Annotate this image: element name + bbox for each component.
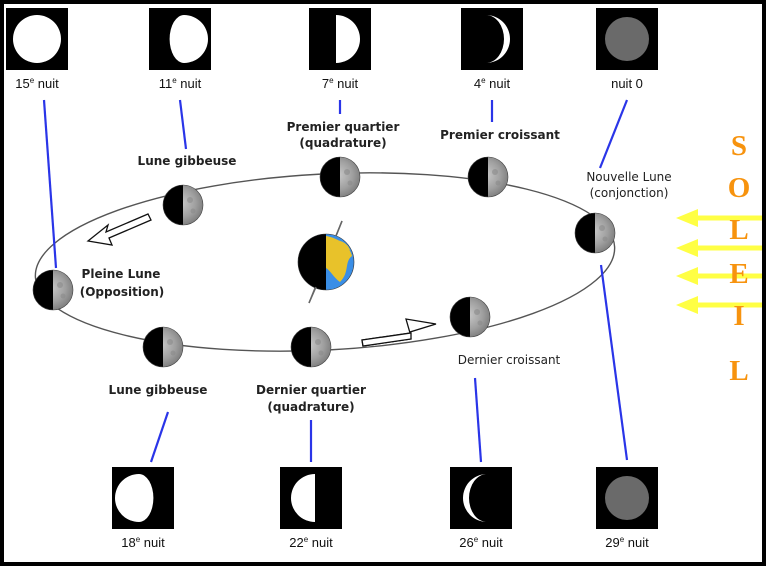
earth-icon — [297, 220, 355, 304]
moon-phases-diagram: 15e nuit 11e nuit 7e nuit 4e nuit nuit 0 18e … — [6, 8, 762, 550]
label-dernier-quartier-sub: (quadrature) — [267, 400, 354, 414]
moon-phase-waxing-crescent-icon — [486, 15, 510, 63]
label-dernier-quartier: Dernier quartier — [256, 383, 366, 397]
moon-phase-last-quarter-icon — [291, 474, 315, 522]
night-label-night-15: 15e nuit — [15, 76, 59, 91]
orbit-moon-7-icon — [290, 326, 332, 368]
label-dernier-croissant: Dernier croissant — [458, 353, 561, 367]
label-premier-quartier: Premier quartier — [287, 120, 400, 134]
phase-box-night-0: nuit 0 — [596, 8, 658, 91]
sun-letter-5: I — [733, 300, 744, 332]
connector-line-5 — [598, 99, 629, 169]
sun-letter-2: O — [728, 172, 751, 204]
night-label-night-0: nuit 0 — [611, 76, 643, 91]
phase-box-night-22: 22e nuit — [280, 467, 342, 550]
orbit-direction-arrow-right — [361, 318, 437, 347]
moon-phase-full-icon — [13, 15, 61, 63]
sun-ray-3 — [676, 267, 762, 285]
night-label-night-18: 18e nuit — [121, 535, 165, 550]
night-label-night-7: 7e nuit — [322, 76, 359, 91]
sun-letter-6: L — [729, 355, 748, 387]
sun-rays — [676, 209, 762, 314]
label-pleine-lune: Pleine Lune — [82, 267, 161, 281]
connector-line-2 — [178, 99, 188, 150]
orbit-moon-4-icon — [574, 212, 616, 254]
orbit-moon-2-icon — [319, 156, 361, 198]
connector-line-6 — [149, 411, 170, 463]
label-nouvelle-lune: Nouvelle Lune — [586, 170, 671, 184]
sun-ray-1 — [676, 209, 762, 227]
sun-letter-3: L — [729, 214, 748, 246]
sun-ray-4 — [676, 296, 762, 314]
phase-box-night-4: 4e nuit — [461, 8, 523, 91]
diagram-canvas: 15e nuit 11e nuit 7e nuit 4e nuit nuit 0 18e … — [4, 4, 762, 562]
moon-phase-first-quarter-icon — [336, 15, 360, 63]
night-label-night-26: 26e nuit — [459, 535, 503, 550]
connector-line-8 — [473, 377, 483, 463]
phase-box-night-18: 18e nuit — [112, 467, 174, 550]
phase-box-night-26: 26e nuit — [450, 467, 512, 550]
label-premier-quartier-sub: (quadrature) — [299, 136, 386, 150]
label-lune-gibbeuse-top: Lune gibbeuse — [138, 154, 237, 168]
sun-letter-1: S — [731, 130, 747, 162]
moon-phase-waning-gibbous-icon — [115, 474, 154, 522]
sun-letter-4: E — [729, 258, 748, 290]
night-label-night-11: 11e nuit — [159, 76, 202, 91]
phase-box-night-15: 15e nuit — [6, 8, 68, 91]
connector-line-1 — [42, 99, 58, 269]
orbit-moon-5-icon — [32, 269, 74, 311]
orbit-moon-8-icon — [449, 296, 491, 338]
moon-phase-waxing-gibbous-icon — [169, 15, 208, 63]
night-label-night-29: 29e nuit — [605, 535, 649, 550]
connector-line-9 — [599, 264, 629, 461]
sun-ray-2 — [676, 239, 762, 257]
orbit-direction-arrow-left — [86, 213, 152, 246]
phase-box-background — [461, 8, 523, 70]
label-lune-gibbeuse-bottom: Lune gibbeuse — [109, 383, 208, 397]
orbit-moon-1-icon — [162, 184, 204, 226]
moon-phase-new-icon — [605, 476, 649, 520]
orbit-moon-6-icon — [142, 326, 184, 368]
label-premier-croissant: Premier croissant — [440, 128, 560, 142]
moon-phase-new-icon — [605, 17, 649, 61]
phase-box-night-7: 7e nuit — [309, 8, 371, 91]
connector-lines — [42, 99, 629, 463]
orbit-moon-3-icon — [467, 156, 509, 198]
phase-box-background — [450, 467, 512, 529]
night-label-night-22: 22e nuit — [289, 535, 333, 550]
phase-box-night-11: 11e nuit — [149, 8, 211, 91]
phase-box-night-29: 29e nuit — [596, 467, 658, 550]
moon-phase-waning-crescent-icon — [463, 474, 487, 522]
night-label-night-4: 4e nuit — [474, 76, 511, 91]
label-nouvelle-lune-sub: (conjonction) — [590, 186, 669, 200]
label-pleine-lune-sub: (Opposition) — [80, 285, 165, 299]
